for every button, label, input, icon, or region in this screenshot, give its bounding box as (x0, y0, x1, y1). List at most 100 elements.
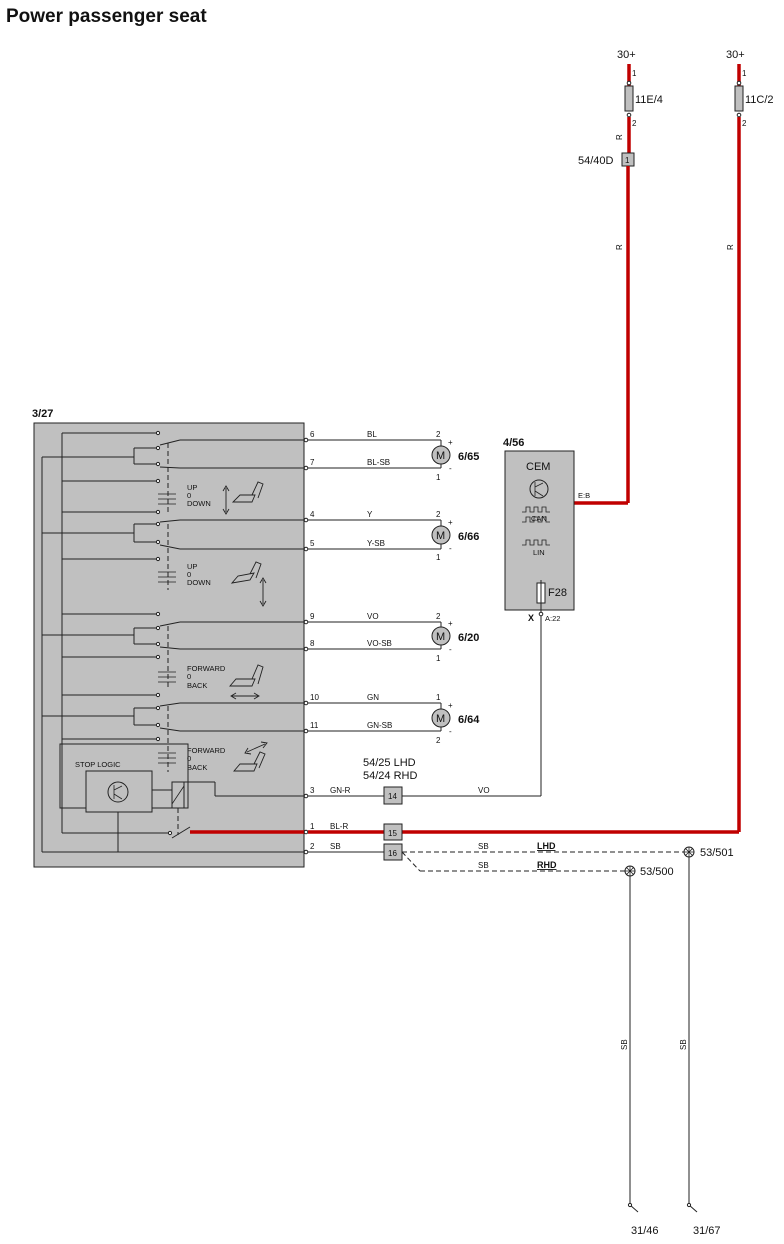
fuse-right (734, 85, 744, 112)
cem-can: CAN (531, 514, 547, 523)
ground-53-500-label: 53/500 (640, 866, 674, 878)
fuse-right-pin-1: 1 (742, 69, 747, 78)
svg-text:-: - (449, 645, 452, 654)
svg-text:SB: SB (330, 842, 341, 851)
switch-2-down: DOWN (187, 578, 211, 587)
lin-signal-icon (522, 539, 550, 546)
wire-color-bl: BL (367, 430, 377, 439)
fuse-left (624, 85, 634, 112)
junction-pin-15-box (383, 823, 403, 841)
svg-text:2: 2 (436, 612, 441, 621)
fuse-left-pin-1: 1 (632, 69, 637, 78)
cem-fuse-label: F28 (548, 587, 567, 599)
switch-3-back: BACK (187, 681, 207, 690)
motor-6-64-icon (431, 708, 451, 728)
switch-4-zero: 0 (187, 754, 191, 763)
wire-pin-9: 9 (310, 612, 315, 621)
cem-transistor-icon (529, 479, 549, 499)
cem-lin: LIN (533, 548, 545, 557)
svg-text:+: + (448, 619, 453, 628)
switch-group-3: FORWARD 0 BACK (42, 611, 306, 700)
svg-text:1: 1 (436, 654, 441, 663)
switch-1-up: UP (187, 483, 197, 492)
supply-left: 30+ 1 11E/4 2 R 1 54/40D R (574, 49, 663, 505)
fuse-left-pin-2-dot (626, 112, 632, 118)
can-signal-icon (522, 506, 550, 513)
ground-end-31-46: 31/46 (631, 1225, 659, 1237)
junction-lhd: 54/25 LHD (363, 757, 416, 769)
relay-contact (171, 826, 191, 839)
wire-color-r-1: R (615, 134, 624, 140)
transistor-icon (107, 781, 129, 803)
motor-6-66-label: 6/66 (458, 531, 479, 543)
svg-text:+: + (448, 518, 453, 527)
connector-54-40d-pin: 1 (625, 156, 630, 165)
switch-1-zero: 0 (187, 491, 191, 500)
svg-text:GN-R: GN-R (330, 786, 351, 795)
ground-end-31-67: 31/67 (693, 1225, 721, 1237)
svg-text:+: + (448, 438, 453, 447)
junction-rhd-label: RHD (537, 860, 557, 870)
wire-pin-11: 11 (310, 721, 319, 730)
switch-3-forward: FORWARD (187, 664, 226, 673)
svg-text:2: 2 (436, 736, 441, 745)
supply-left-label: 30+ (617, 49, 636, 61)
wire-pin-6: 6 (310, 430, 315, 439)
seat-tilt-icon (230, 561, 267, 607)
cem-name: CEM (526, 461, 550, 473)
cem-pin-x: X (528, 613, 534, 623)
junction-rhd: 54/24 RHD (363, 770, 417, 782)
motor-6-64-label: 6/64 (458, 714, 480, 726)
svg-text:+: + (448, 701, 453, 710)
wire-color-r-2: R (615, 244, 624, 250)
cem-pin-a22: A:22 (545, 614, 560, 623)
fuse-right-pin-2-dot (736, 112, 742, 118)
svg-text:2: 2 (436, 510, 441, 519)
motor-6-66: M 2 1 + - 6/66 (431, 510, 479, 562)
svg-text:2: 2 (436, 430, 441, 439)
svg-text:3: 3 (310, 786, 315, 795)
motor-6-64: M 1 2 + - 6/64 (431, 693, 480, 745)
cem-module: 4/56 CEM CAN LIN F28 E:B X A:22 (503, 437, 590, 796)
switch-edge-pins (303, 437, 309, 855)
switch-3-zero: 0 (187, 672, 191, 681)
junction-wire-sb-1: SB (478, 842, 489, 851)
wire-pin-7: 7 (310, 458, 315, 467)
seat-height-icon (222, 481, 264, 515)
svg-text:1: 1 (436, 553, 441, 562)
stop-logic-label: STOP LOGIC (75, 760, 121, 769)
svg-text:M: M (436, 450, 445, 462)
svg-text:M: M (436, 631, 445, 643)
switch-unit-box (33, 422, 305, 868)
svg-text:1: 1 (436, 693, 441, 702)
wire-color-y-sb: Y-SB (367, 539, 385, 548)
cem-pin-eb: E:B (578, 491, 590, 500)
wire-color-bl-sb: BL-SB (367, 458, 390, 467)
wire-pin-4: 4 (310, 510, 315, 519)
wire-color-gn: GN (367, 693, 379, 702)
fuse-left-pin-1-dot (626, 80, 632, 86)
motor-6-65-label: 6/65 (458, 451, 479, 463)
wire-color-vo: VO (367, 612, 379, 621)
stop-logic-module (85, 770, 153, 813)
junction-connector: 54/25 LHD 54/24 RHD 3 GN-R 1 BL-R 2 SB 1… (308, 757, 684, 872)
fuse-right-pin-2: 2 (742, 119, 747, 128)
motor-6-66-icon (431, 525, 451, 545)
fuse-left-pin-2: 2 (632, 119, 637, 128)
junction-pin-14: 14 (388, 792, 397, 801)
seat-backrest-icon (233, 741, 268, 772)
svg-text:-: - (449, 544, 452, 553)
supply-right: 30+ 1 11C/2 2 R (401, 49, 774, 834)
fuse-right-label: 11C/2 (745, 94, 774, 106)
switch-unit-id: 3/27 (32, 408, 53, 420)
wire-color-r-3: R (726, 244, 735, 250)
fuse-right-pin-1-dot (736, 80, 742, 86)
switch-group-1: UP 0 DOWN (42, 430, 306, 515)
wire-pin-10: 10 (310, 693, 319, 702)
wire-pin-5: 5 (310, 539, 315, 548)
switch-4-back: BACK (187, 763, 207, 772)
cem-id: 4/56 (503, 437, 524, 449)
motor-6-65: M 2 1 + - 6/65 (431, 430, 479, 482)
junction-pin-15: 15 (388, 829, 397, 838)
